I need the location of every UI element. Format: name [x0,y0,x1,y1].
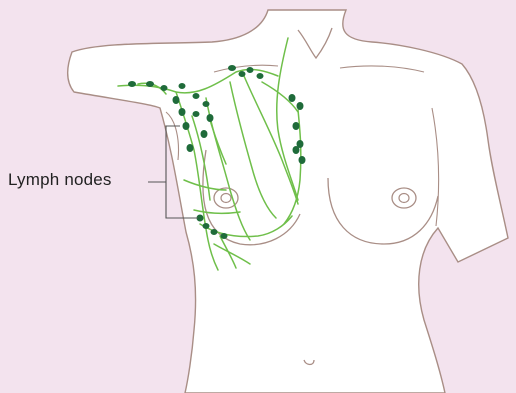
lymph-node [201,130,208,138]
lymph-node [221,233,228,239]
lymph-node [297,102,304,110]
lymph-node [207,114,214,122]
torso-body [68,10,508,393]
lymph-node [257,73,264,79]
lymph-node [193,93,200,99]
lymph-node [203,223,210,229]
lymph-node [293,122,300,130]
lymph-node [239,71,246,77]
lymph-node [161,85,168,91]
lymph-node [289,94,296,102]
lymph-node [293,146,300,154]
lymph-node [179,108,186,116]
lymph-node [146,81,154,87]
lymph-node [211,229,218,235]
lymph-node [179,83,186,89]
lymph-node [187,144,194,152]
lymph-node [228,65,236,71]
lymph-nodes-label: Lymph nodes [8,170,112,190]
lymph-node [173,96,180,104]
lymph-node [183,122,190,130]
lymph-node [193,111,200,117]
lymph-node [299,156,306,164]
lymph-node [203,101,210,107]
lymph-node [128,81,136,87]
lymph-node [247,67,254,73]
